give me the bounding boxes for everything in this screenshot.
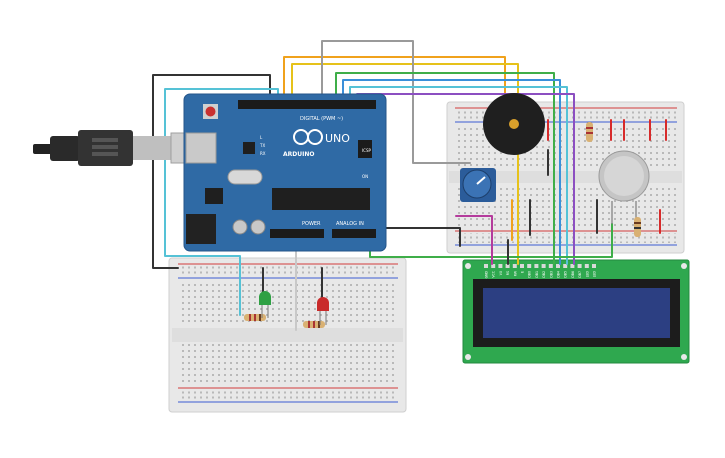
usb-cable-icon [33, 130, 202, 166]
digital-label: DIGITAL (PWM ~) [300, 116, 343, 122]
lcd-pin [505, 264, 510, 268]
lcd-pin-label: V0 [499, 271, 503, 275]
lcd-pin-label: DB7 [578, 271, 582, 278]
lcd-pin [527, 264, 532, 268]
analog-label: ANALOG IN [336, 221, 364, 227]
lcd-pin [534, 264, 539, 268]
lcd-pin-label: LED [593, 270, 597, 277]
resistor-icon [244, 314, 266, 321]
lcd-pin-label: DB5 [564, 271, 568, 278]
lcd-pin [570, 264, 575, 268]
potentiometer-icon [460, 168, 496, 202]
resistor-icon [634, 217, 641, 237]
buzzer-icon [483, 93, 545, 155]
lcd-pin [484, 264, 488, 268]
led-green-icon [259, 291, 271, 318]
lcd-pin-label: DB0 [528, 271, 532, 278]
arduino-logo-icon [293, 129, 323, 145]
wires [152, 40, 667, 331]
resistor-icon [303, 321, 325, 328]
lcd-pin-label: DB6 [571, 271, 575, 278]
board-model: UNO [325, 132, 350, 145]
lcd-pin-label: DB3 [549, 271, 553, 278]
icsp-label: ICSP [362, 148, 372, 153]
lcd-screen [483, 288, 670, 338]
breadboard-left [168, 257, 407, 413]
lcd-pin [498, 264, 503, 268]
lcd-pin-label: RW [513, 270, 517, 276]
lcd-pin [563, 264, 568, 268]
board-brand: ARDUINO [283, 151, 314, 158]
lcd-pin-label: LED [585, 270, 589, 277]
lcd-pin [584, 264, 589, 268]
l-label: L [260, 135, 263, 140]
lcd-pin-label: VCC [492, 270, 496, 277]
lcd-pin-label: DB2 [542, 271, 546, 278]
lcd-pin [592, 264, 596, 268]
lcd-pin-label: DB4 [557, 271, 561, 278]
lcd-pin-label: RS [506, 271, 510, 275]
gas-sensor-icon [598, 150, 650, 224]
reset-button [205, 106, 216, 117]
on-label: ON [362, 174, 368, 179]
power-label: POWER [302, 221, 321, 227]
resistor-icon [586, 122, 593, 142]
arduino-uno-board: UNO ARDUINO DIGITAL (PWM ~) POWER ANALOG… [183, 93, 387, 252]
rx-label: RX [260, 151, 266, 156]
lcd-pin [520, 264, 524, 268]
lcd-pin-label: GND [485, 270, 489, 278]
lcd-pin [541, 264, 546, 268]
tx-label: TX [259, 143, 265, 148]
lcd-pin [512, 264, 517, 268]
led-red-icon [317, 297, 329, 325]
lcd-pin-label: E [521, 271, 525, 273]
lcd-pin [491, 264, 496, 268]
lcd-pin [577, 264, 582, 268]
lcd-pin [548, 264, 553, 268]
lcd-pin [556, 264, 560, 268]
lcd-pin-label: DB1 [535, 271, 539, 278]
